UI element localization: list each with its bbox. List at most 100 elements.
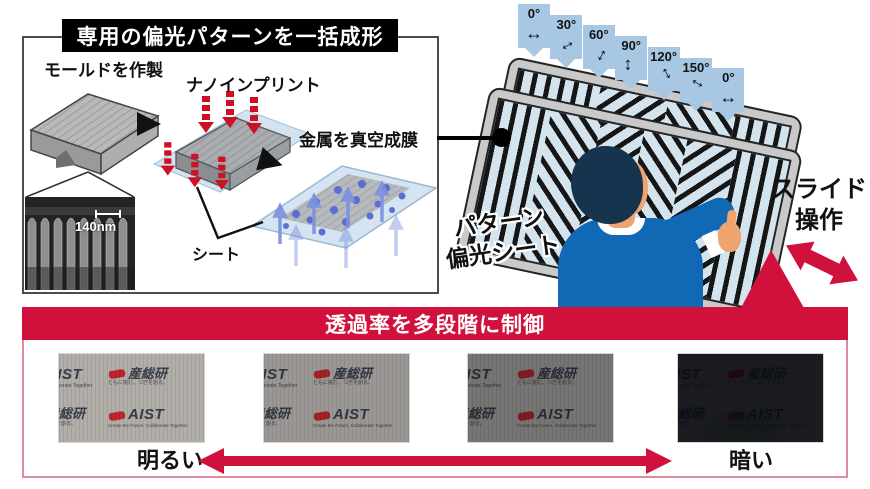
logo-tagline: つぎを創る。: [678, 420, 696, 427]
connector-line: [437, 136, 499, 140]
imprint-step-label: ナノインプリント: [186, 76, 321, 95]
deposition-illustration: [250, 165, 438, 268]
angle-tag: 90° ↔: [615, 36, 648, 90]
logo-tagline: Collaborate Together: [264, 382, 298, 389]
sem-image: 140nm: [25, 197, 135, 290]
logo-cell: 産総研 ともに挑む。つぎを創る。: [106, 366, 169, 387]
process-box-title: 専用の偏光パターンを一括成形: [62, 19, 398, 52]
angle-label: 60°: [588, 27, 609, 43]
logo-cell: AIST Collaborate Together: [678, 367, 719, 389]
logo-swoosh-icon: [725, 409, 747, 422]
aist-logo-text: AIST: [333, 406, 370, 424]
logo-row: AIST Collaborate Together 産総研 ともに挑む。つぎを創…: [468, 366, 611, 389]
logo-row: AIST Collaborate Together 産総研 ともに挑む。つぎを創…: [59, 366, 202, 389]
orientation-arrow-icon: ↔: [621, 55, 642, 74]
logo-row: 産総研 つぎを創る。 AIST Create the Future, Colla…: [678, 406, 821, 428]
orientation-arrow-icon: ↔: [683, 72, 709, 100]
slide-arrow-icon: [786, 241, 858, 285]
aist-jp-logo-text: 産総研: [128, 366, 168, 382]
logo-row: 産総研 つぎを創る。 AIST Create the Future, Colla…: [468, 406, 611, 428]
logo-tagline: Create the Future, Collaborate Together: [108, 422, 188, 428]
logo-row: 産総研 つぎを創る。 AIST Create the Future, Colla…: [59, 406, 202, 428]
aist-jp-logo-text: 産総研: [468, 407, 495, 422]
logo-tagline: つぎを創る。: [59, 420, 77, 427]
deposit-step-label: 金属を真空成膜: [299, 131, 418, 150]
red-callout-wedge: [741, 250, 804, 308]
logo-tagline: ともに挑む。つぎを創る。: [108, 380, 169, 387]
aist-logo-text: AIST: [264, 367, 288, 384]
angle-tag: 30° ↔: [550, 14, 583, 68]
aist-jp-logo-text: 産総研: [678, 407, 705, 422]
bright-label: 明るい: [136, 448, 203, 473]
aist-logo-text: AIST: [537, 406, 574, 424]
logo-cell: AIST Create the Future, Collaborate Toge…: [106, 406, 188, 428]
angle-label: 0°: [722, 70, 735, 86]
leader-lines: [25, 171, 264, 240]
orientation-arrow-icon: ↔: [525, 22, 543, 43]
aist-jp-logo-text: 産総研: [264, 407, 291, 422]
logo-tagline: Create the Future, Collaborate Together: [517, 422, 597, 428]
logo-pattern: AIST Collaborate Together 産総研 ともに挑む。つぎを創…: [678, 354, 823, 442]
logo-swoosh-icon: [106, 368, 128, 381]
logo-swoosh-icon: [311, 368, 333, 381]
logo-swoosh-icon: [311, 409, 333, 422]
range-arrow-shaft: [222, 456, 648, 466]
logo-tagline: Create the Future, Collaborate Together: [727, 422, 807, 428]
logo-swoosh-icon: [725, 368, 747, 381]
aist-logo-text: AIST: [678, 367, 702, 384]
logo-tagline: つぎを創る。: [468, 420, 486, 427]
logo-cell: AIST Create the Future, Collaborate Toge…: [311, 406, 392, 428]
aist-jp-logo-text: 産総研: [537, 366, 577, 382]
slide-operation-caption: スライド 操作: [768, 174, 870, 236]
orientation-arrow-icon: ↔: [553, 30, 580, 57]
connector-dot: [492, 128, 511, 147]
logo-tagline: Collaborate Together: [678, 382, 712, 389]
logo-cell: AIST Create the Future, Collaborate Toge…: [725, 406, 807, 428]
transmittance-photo: AIST Collaborate Together 産総研 ともに挑む。つぎを創…: [678, 354, 823, 442]
logo-tagline: ともに挑む。つぎを創る。: [727, 380, 788, 387]
logo-row: AIST Collaborate Together 産総研 ともに挑む。つぎを創…: [264, 366, 407, 389]
logo-tagline: Collaborate Together: [468, 382, 502, 389]
transmittance-banner: 透過率を多段階に制御: [22, 307, 848, 340]
person-hand: [718, 222, 741, 252]
sem-scale-label: 140nm: [75, 219, 117, 234]
step-arrow-1-icon: [137, 112, 161, 136]
logo-row: 産総研 つぎを創る。 AIST Create the Future, Colla…: [264, 406, 407, 428]
angle-label: 120°: [650, 48, 678, 64]
logo-pattern: AIST Collaborate Together 産総研 ともに挑む。つぎを創…: [59, 354, 204, 442]
logo-cell: 産総研 つぎを創る。: [468, 407, 509, 427]
angle-label: 150°: [682, 59, 710, 75]
aist-logo-text: AIST: [468, 367, 492, 384]
logo-row: AIST Collaborate Together 産総研 ともに挑む。つぎを創…: [678, 366, 821, 389]
dark-label: 暗い: [728, 448, 773, 473]
angle-label: 90°: [621, 38, 642, 54]
aist-logo-text: AIST: [747, 406, 784, 424]
nanoimprint-illustration: [152, 91, 312, 193]
logo-pattern: AIST Collaborate Together 産総研 ともに挑む。つぎを創…: [468, 354, 613, 442]
logo-cell: AIST Collaborate Together: [468, 367, 509, 389]
orientation-arrow-icon: ↔: [585, 41, 612, 67]
transmittance-photo: AIST Collaborate Together 産総研 ともに挑む。つぎを創…: [59, 354, 204, 442]
sem-grating-graphic: [25, 197, 135, 290]
logo-tagline: つぎを創る。: [264, 420, 282, 427]
angle-tag: 0° ↔: [518, 4, 550, 57]
logo-cell: AIST Collaborate Together: [264, 367, 305, 389]
logo-cell: 産総研 つぎを創る。: [59, 407, 100, 427]
logo-cell: AIST Create the Future, Collaborate Toge…: [515, 406, 597, 428]
logo-swoosh-icon: [106, 409, 128, 422]
aist-jp-logo-text: 産総研: [333, 366, 373, 382]
sem-scale-bar: [95, 210, 121, 218]
sheet-label: シート: [192, 247, 241, 264]
aist-logo-text: AIST: [128, 406, 165, 424]
angle-label: 0°: [527, 6, 541, 21]
logo-pattern: AIST Collaborate Together 産総研 ともに挑む。つぎを創…: [264, 354, 409, 442]
transmittance-photo: AIST Collaborate Together 産総研 ともに挑む。つぎを創…: [468, 354, 613, 442]
logo-swoosh-icon: [515, 368, 537, 381]
logo-cell: AIST Collaborate Together: [59, 367, 100, 389]
angle-tag: 0° ↔: [712, 68, 745, 122]
aist-jp-logo-text: 産総研: [59, 407, 86, 422]
logo-tagline: ともに挑む。つぎを創る。: [517, 380, 578, 387]
logo-cell: 産総研 ともに挑む。つぎを創る。: [515, 366, 578, 387]
logo-cell: 産総研 ともに挑む。つぎを創る。: [311, 366, 373, 387]
